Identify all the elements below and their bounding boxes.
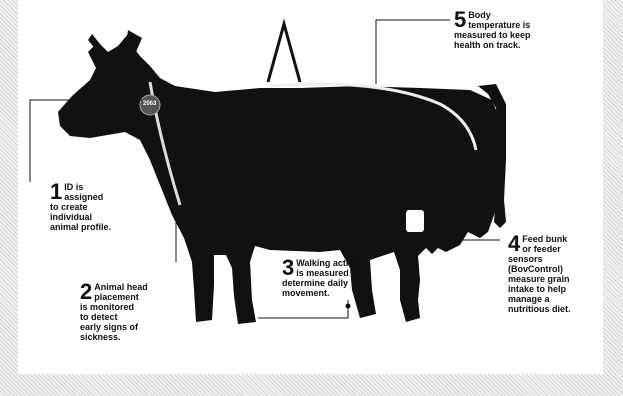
- callout-2-line: is monitored: [80, 302, 180, 312]
- callout-5-line: temperature is: [454, 20, 574, 30]
- callout-2-line: to detect: [80, 312, 180, 322]
- leader-line-3: [258, 300, 348, 318]
- callout-4-line: manage a: [508, 294, 600, 304]
- callout-4-line: intake to help: [508, 284, 600, 294]
- callout-4: 4 Feed bunk or feeder sensors (BovContro…: [508, 234, 600, 314]
- callout-4-line: Feed bunk: [508, 234, 600, 244]
- callout-2: 2 Animal head placement is monitored to …: [80, 282, 180, 342]
- feed-sensor: [406, 210, 424, 232]
- callout-1-line: assigned: [50, 192, 160, 202]
- callout-4-line: or feeder: [508, 244, 600, 254]
- callout-5-number: 5: [454, 10, 466, 30]
- callout-2-number: 2: [80, 282, 92, 302]
- callout-5-line: health on track.: [454, 40, 574, 50]
- callout-1-line: ID is: [50, 182, 160, 192]
- leader-line-5: [376, 20, 450, 84]
- callout-3: 3 Walking activity is measured to determ…: [282, 258, 392, 298]
- callout-3-line: is measured to: [282, 268, 392, 278]
- hanging-frame: [268, 24, 300, 82]
- ear-tag-number: 2063: [143, 101, 156, 107]
- callout-5-line: measured to keep: [454, 30, 574, 40]
- callout-3-number: 3: [282, 258, 294, 278]
- callout-3-line: determine daily: [282, 278, 392, 288]
- callout-2-line: Animal head: [80, 282, 180, 292]
- callout-4-line: sensors: [508, 254, 600, 264]
- callout-1-line: individual: [50, 212, 160, 222]
- callout-2-line: sickness.: [80, 332, 180, 342]
- callout-4-number: 4: [508, 234, 520, 254]
- callout-1-line: animal profile.: [50, 222, 160, 232]
- callout-5: 5 Body temperature is measured to keep h…: [454, 10, 574, 50]
- callout-3-line: movement.: [282, 288, 392, 298]
- callout-2-line: early signs of: [80, 322, 180, 332]
- callout-1-number: 1: [50, 182, 62, 202]
- callout-5-line: Body: [454, 10, 574, 20]
- callout-4-line: (BovControl): [508, 264, 600, 274]
- callout-4-line: measure grain: [508, 274, 600, 284]
- callout-2-line: placement: [80, 292, 180, 302]
- callout-4-line: nutritious diet.: [508, 304, 600, 314]
- leader-dot: [346, 304, 351, 309]
- callout-3-line: Walking activity: [282, 258, 392, 268]
- callout-1-line: to create: [50, 202, 160, 212]
- callout-1: 1 ID is assigned to create individual an…: [50, 182, 160, 232]
